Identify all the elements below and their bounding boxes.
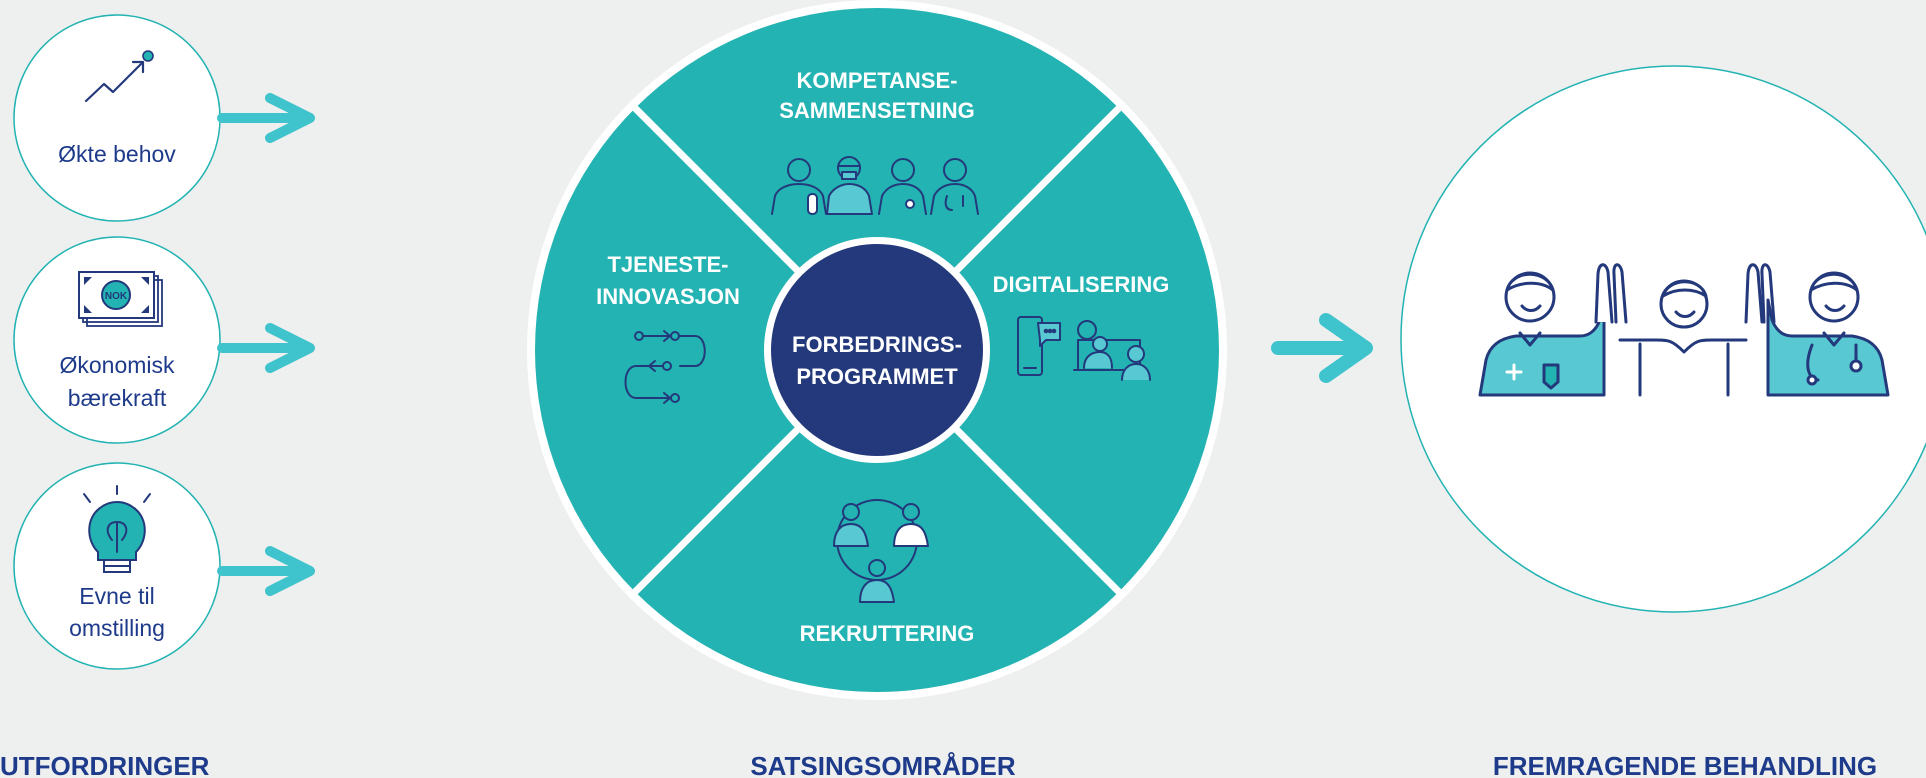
segment-competence: KOMPETANSE- SAMMENSETNING [771,68,979,215]
segment-label-line1: KOMPETANSE- [797,68,958,93]
focus-wheel: FORBEDRINGS- PROGRAMMET KOMPETANSE- SAMM… [527,0,1227,700]
nok-badge: NOK [105,291,128,302]
healthcare-staff-icon [771,156,979,215]
challenges-heading: UTFORDRINGER [0,751,210,778]
center-hub [771,244,983,456]
segment-label-line2: SAMMENSETNING [779,98,975,123]
arrow-right-icon [217,323,315,373]
arrow-right-icon [217,93,315,143]
segment-label: DIGITALISERING [993,272,1170,297]
challenge-label-line2: omstilling [69,615,165,641]
segment-recruitment: REKRUTTERING [800,499,975,646]
arrow-right-icon [217,546,315,596]
challenge-item-increased-needs: Økte behov [13,14,221,222]
recruitment-cycle-icon [833,499,929,603]
segment-label-line2: INNOVASJON [596,284,740,309]
challenge-label-line1: Evne til [79,583,154,609]
center-label-line1: FORBEDRINGS- [792,332,962,357]
challenge-label-line2: bærekraft [68,385,167,411]
segment-service-innovation: TJENESTE- INNOVASJON [596,252,740,404]
digital-devices-icon [1017,316,1151,381]
arrow-right-icon [1271,313,1373,383]
high-five-team-icon [1478,263,1890,397]
outcome-panel [1400,65,1926,613]
challenge-item-ability-to-change: Evne til omstilling [13,462,221,670]
money-icon: NOK [78,271,163,327]
outcome-heading: FREMRAGENDE BEHANDLING [1493,751,1877,778]
process-flow-icon [624,330,706,404]
segment-digitalization: DIGITALISERING [993,272,1170,381]
trend-up-icon [84,50,154,103]
challenge-label: Økte behov [58,141,176,167]
segment-label: REKRUTTERING [800,621,975,646]
challenge-item-economic-sustainability: NOK Økonomisk bærekraft [13,236,221,444]
challenge-label-line1: Økonomisk [59,352,175,378]
lightbulb-icon [83,485,151,573]
focus-areas-heading: SATSINGSOMRÅDER [750,751,1016,778]
center-label-line2: PROGRAMMET [796,364,958,389]
segment-label-line1: TJENESTE- [607,252,728,277]
